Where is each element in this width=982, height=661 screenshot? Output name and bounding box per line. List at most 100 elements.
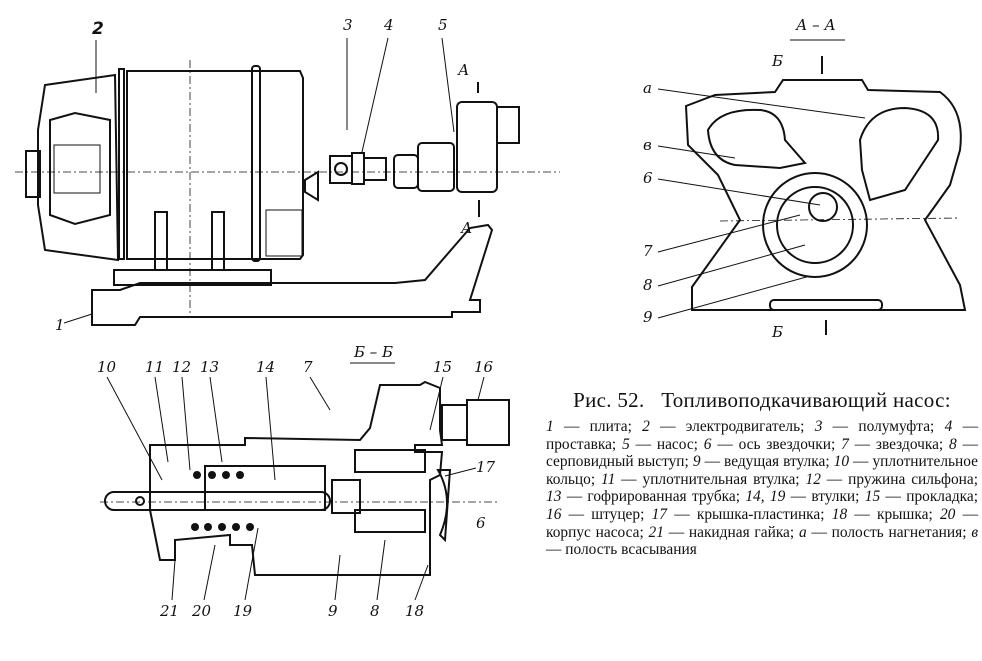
legend-key: 10 (833, 453, 850, 471)
legend-item: 7 — звездочка; (841, 436, 949, 453)
pump-head (456, 101, 498, 193)
legend-text: — ось звездочки; (711, 435, 842, 453)
callout-7: 7 (643, 242, 653, 260)
section-bb: Б – Б 10 11 12 13 14 7 15 16 1 (97, 343, 510, 620)
leader-16 (477, 376, 485, 401)
figure-legend: 1 — плита; 2 — электродвигатель; 3 — пол… (546, 418, 978, 559)
leader-21 (171, 559, 176, 601)
figure-title-text: Топливоподкачивающий насос: (661, 388, 951, 412)
legend-key: 1 (546, 418, 554, 435)
coupling-pin (334, 162, 348, 176)
callout-7-bb: 7 (303, 358, 313, 376)
terminal-grid (265, 209, 303, 257)
legend-text: — звездочка; (848, 435, 950, 453)
legend-key: а (798, 523, 807, 541)
callout-21: 21 (159, 602, 179, 620)
legend-item: 9 — ведущая втулка; (693, 453, 834, 470)
legend-item: а — полость нагнетания; (799, 524, 971, 541)
legend-item: 5 — насос; (622, 436, 704, 453)
fan-hub (25, 150, 41, 198)
callout-5: 5 (438, 16, 448, 34)
callout-20: 20 (191, 602, 212, 620)
drive-bushing (331, 479, 361, 514)
legend-item: в — полость всасывания (546, 524, 978, 559)
leader-20 (203, 544, 216, 601)
legend-item: 15 — прокладка; (865, 488, 978, 505)
legend-text: — уплотнительное кольцо; (546, 453, 978, 488)
legend-key: 17 (651, 505, 667, 523)
legend-text: — электродвигатель; (649, 418, 815, 435)
legend-item: 18 — крышка; (832, 506, 940, 523)
fitting-body (441, 404, 468, 441)
callout-12: 12 (172, 358, 191, 376)
callout-v: в (643, 136, 652, 154)
legend-key: 15 (864, 488, 881, 506)
nameplate (53, 144, 101, 194)
legend-text: — полость всасывания (546, 541, 697, 559)
legend-item: 14, 19 — втулки; (745, 488, 864, 505)
legend-text: — штуцер; (561, 505, 652, 523)
leader-11 (154, 376, 169, 463)
base-plate (91, 223, 494, 326)
legend-item: 1 — плита; (546, 418, 642, 435)
legend-text: — ведущая втулка; (700, 453, 834, 471)
spacer (351, 152, 365, 185)
legend-item: 11 — уплотнительная втулка; (601, 471, 805, 488)
section-mark-b-top: Б (771, 52, 783, 70)
legend-text: — накидная гайка; (663, 523, 799, 541)
legend-key: 4 (944, 418, 953, 435)
legend-key: 2 (642, 418, 650, 435)
legend-text: — плита; (553, 418, 643, 435)
section-aa-title: А – А (795, 16, 836, 34)
legend-key: в (971, 523, 978, 541)
pump-body-section (684, 79, 967, 311)
legend-text: — пружина сильфона; (820, 470, 978, 488)
legend-item: 3 — полумуфта; (815, 418, 945, 435)
motor-foot-1 (154, 211, 168, 271)
figure-caption: Рис. 52. Топливоподкачивающий насос: 1 —… (546, 388, 978, 559)
section-bb-title: Б – Б (353, 343, 393, 361)
leader-5 (441, 37, 455, 133)
motor-ring-right (251, 65, 261, 262)
callout-8: 8 (643, 276, 653, 294)
leader-8-bb (376, 539, 386, 601)
shaft (104, 491, 331, 511)
callout-3: 3 (343, 16, 353, 34)
legend-item: 17 — крышка-пластинка; (652, 506, 832, 523)
spring-coils (191, 471, 254, 531)
leader-17 (444, 467, 477, 477)
motor-shaft-flange (304, 170, 319, 202)
figure-number: Рис. 52. (573, 388, 645, 412)
leader-8 (657, 244, 806, 287)
callout-15: 15 (433, 358, 452, 376)
spacer-neck (363, 157, 387, 181)
legend-item: 2 — электродвигатель; (642, 418, 815, 435)
section-mark-a-top: А (457, 61, 469, 79)
callout-2: 2 (92, 19, 104, 39)
section-mark-b-bottom: Б (771, 323, 783, 341)
pump-housing (417, 142, 455, 192)
motor-foot-2 (211, 211, 225, 271)
legend-key: 6 (703, 435, 712, 453)
legend-key: 7 (841, 435, 849, 453)
motor-end-cap (37, 73, 120, 262)
legend-text: — насос; (629, 435, 704, 453)
callout-14: 14 (256, 358, 275, 376)
legend-key: 11 (601, 470, 616, 488)
fitting-nut (466, 399, 510, 446)
legend-key: 20 (939, 505, 956, 523)
leader-7-bb (309, 376, 331, 411)
inner-star (776, 186, 854, 264)
port-upper (354, 449, 426, 473)
legend-key: 21 (648, 523, 664, 541)
legend-item: 16 — штуцер; (546, 506, 652, 523)
callout-10: 10 (97, 358, 117, 376)
leader-4 (361, 37, 389, 153)
motor-ring-left (118, 68, 125, 260)
pump-flange (393, 154, 419, 189)
base-slot (769, 299, 883, 311)
legend-key: 13 (546, 488, 562, 506)
leader-15 (429, 376, 444, 431)
callout-1: 1 (55, 316, 65, 334)
